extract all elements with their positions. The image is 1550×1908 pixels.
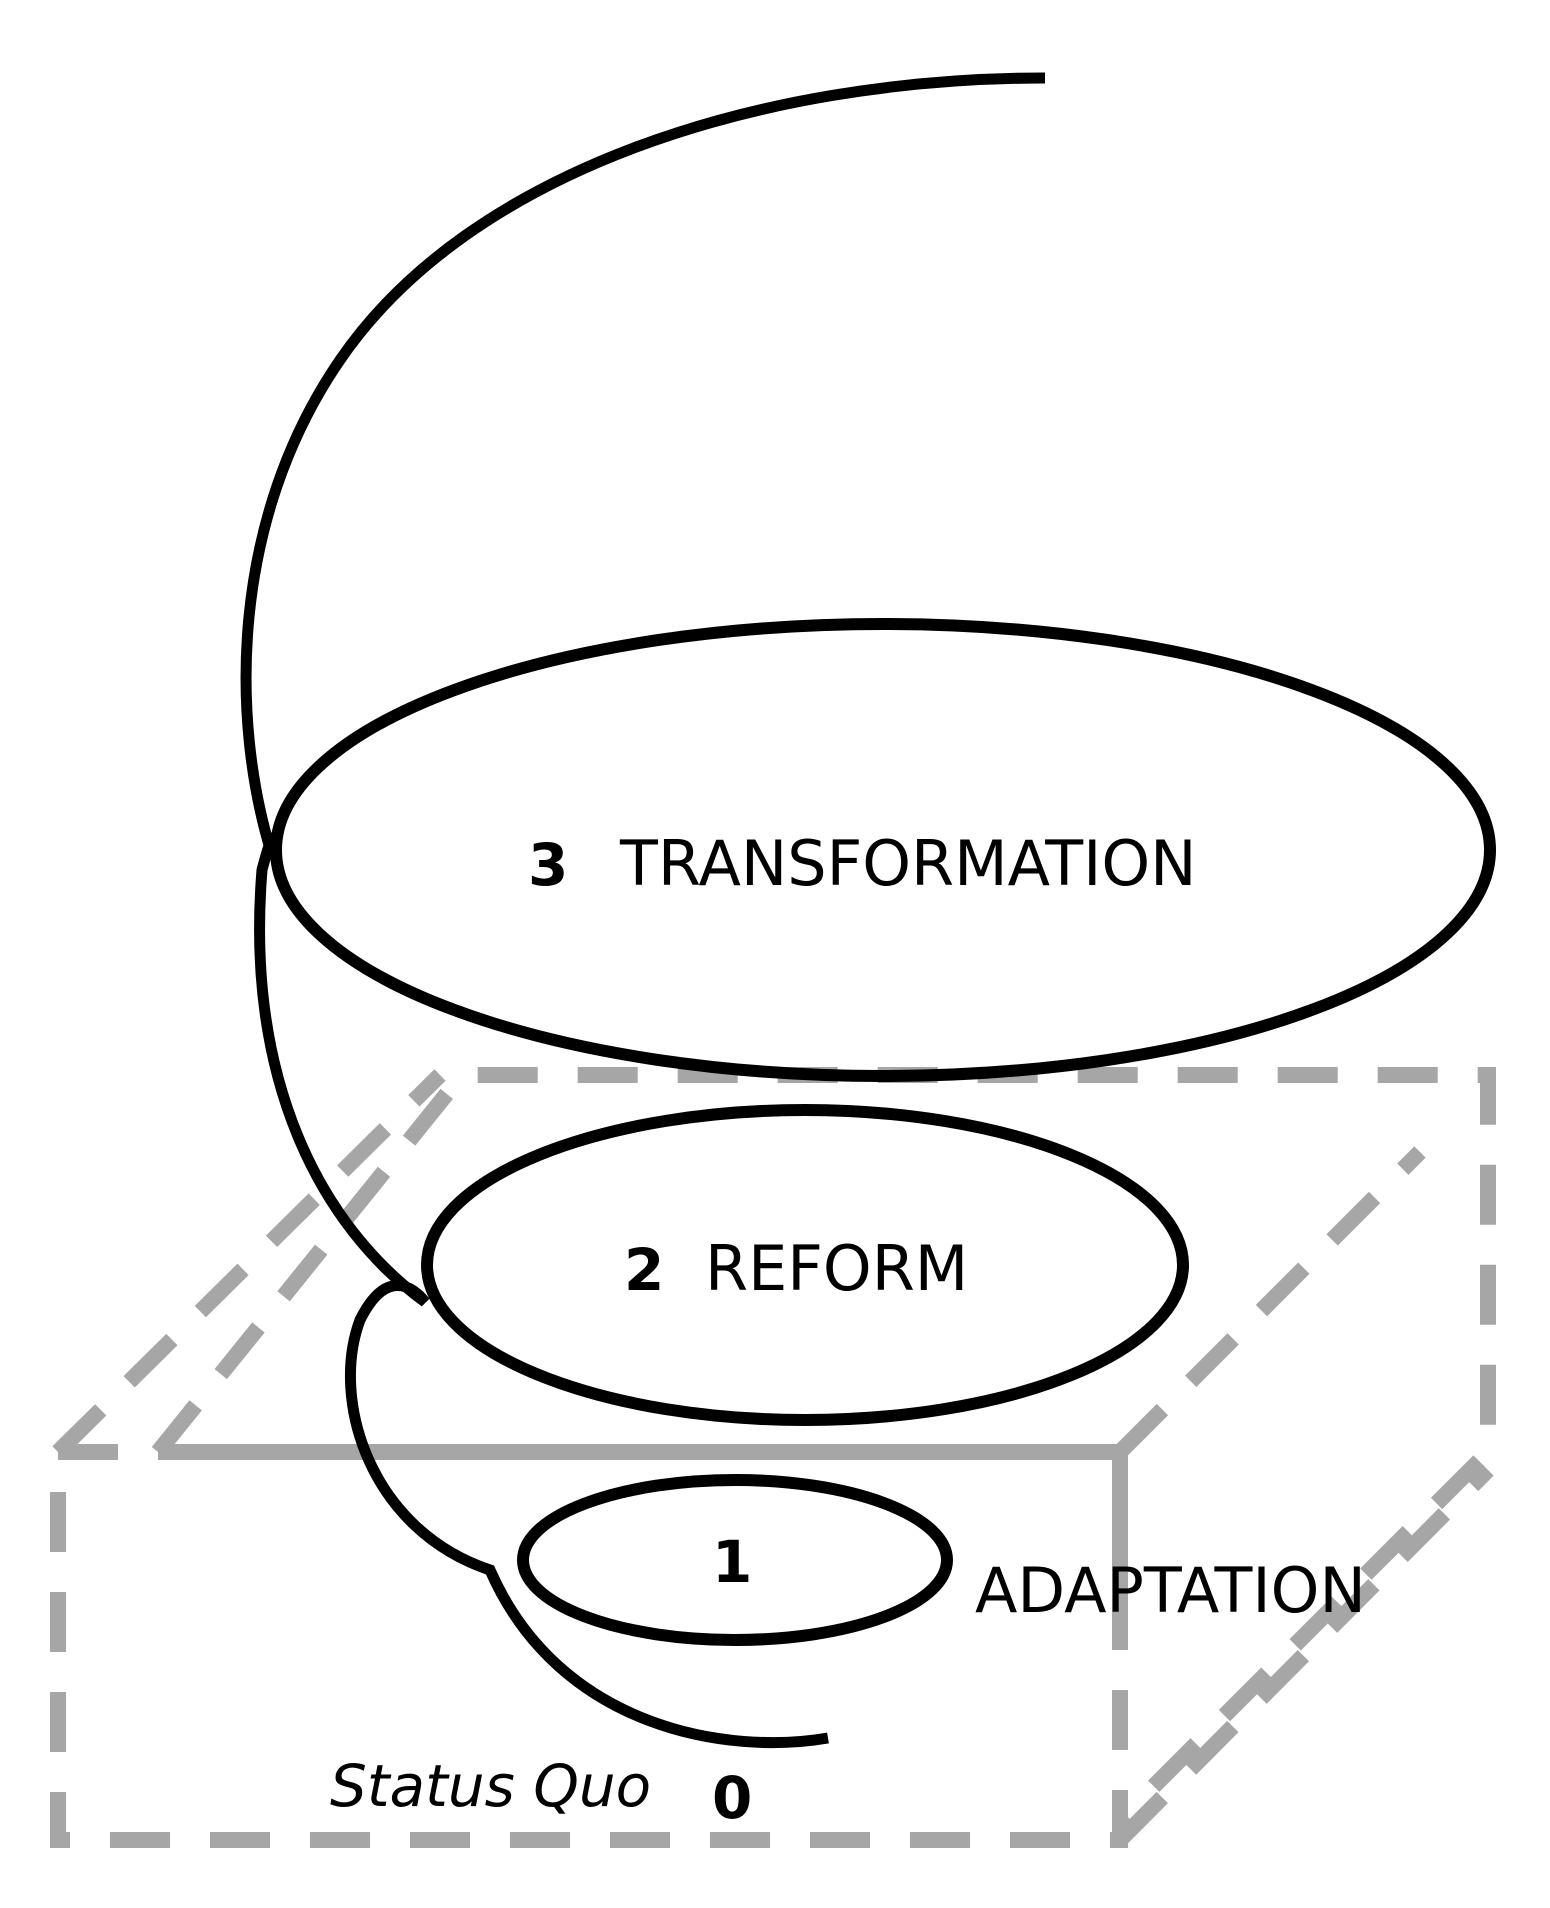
level-0-number: 0: [712, 1764, 752, 1832]
level-2-label: REFORM: [705, 1232, 968, 1305]
spiral-line: [240, 72, 1046, 1749]
dashed-box-edge-top-left: [52, 1069, 446, 1458]
level-0-label: Status Quo: [330, 1752, 651, 1820]
dashed-box-edge-top-right: [1114, 1146, 1426, 1458]
dashed-box: [50, 1067, 1496, 1848]
level-1-label: ADAPTATION: [975, 1554, 1366, 1627]
ring-transformation: [270, 618, 1496, 1082]
level-3-number: 3: [528, 831, 568, 899]
ring-reform: [421, 1104, 1189, 1426]
level-1-number: 1: [712, 1528, 752, 1596]
dashed-box-edge-bottom-right: [1114, 1464, 1494, 1846]
ring-adaptation: [517, 1474, 953, 1646]
level-2-number: 2: [624, 1236, 664, 1304]
level-3-label: TRANSFORMATION: [619, 827, 1197, 900]
dashed-box-back-top-left: [151, 1067, 1496, 1826]
